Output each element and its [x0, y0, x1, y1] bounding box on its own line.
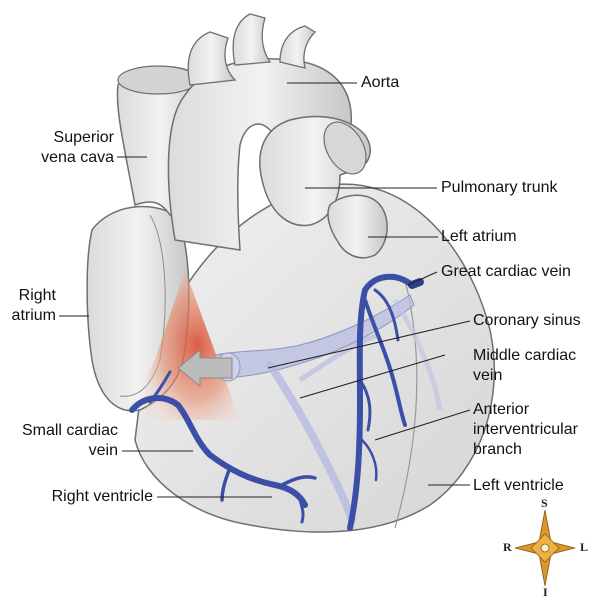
anterior-interventricular-vein: [347, 273, 415, 531]
aorta-shape: [167, 58, 352, 251]
left-atrium-shape: [327, 194, 388, 259]
sinus-glow: [144, 270, 240, 420]
label-small-cardiac-vein: Small cardiac vein: [21, 422, 118, 459]
label-coronary-sinus: Coronary sinus: [473, 312, 581, 329]
compass-right-label: R: [503, 540, 512, 554]
label-anterior-interventricular-branch: Anterior interventricular branch: [473, 401, 578, 458]
label-aorta: Aorta: [361, 74, 400, 91]
label-right-ventricle: Right ventricle: [51, 488, 153, 505]
leader-lines: [59, 82, 471, 498]
compass-left-label: L: [580, 540, 589, 554]
label-left-ventricle: Left ventricle: [473, 477, 564, 494]
compass-inferior-label: I: [543, 585, 548, 599]
label-pulmonary-trunk: Pulmonary trunk: [441, 179, 558, 196]
small-cardiac-vein-shape: [129, 395, 308, 508]
flow-arrow: [177, 348, 233, 388]
coronary-sinus-shape: [214, 294, 415, 379]
compass-superior-label: S: [541, 496, 548, 510]
label-great-cardiac-vein: Great cardiac vein: [441, 263, 571, 280]
label-left-atrium: Left atrium: [441, 228, 517, 245]
label-right-atrium: Right atrium: [11, 287, 56, 324]
compass-rose-icon: [514, 509, 576, 587]
label-superior-vena-cava: Superior vena cava: [41, 129, 114, 166]
label-middle-cardiac-vein: Middle cardiac vein: [473, 347, 577, 384]
